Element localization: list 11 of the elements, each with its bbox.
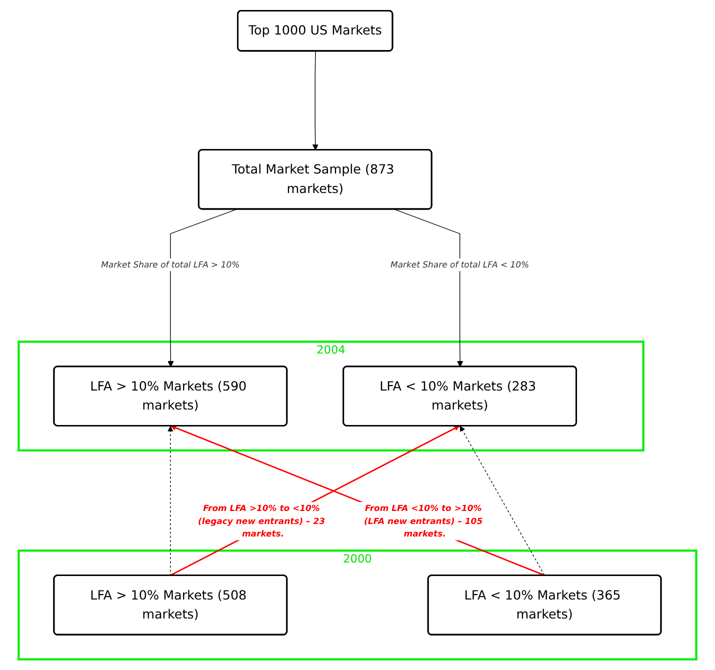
edge-label: From LFA <10% to >10% (LFA new entrants) – 105 markets. — [364, 503, 483, 539]
arrow — [394, 209, 464, 368]
arrow — [312, 50, 319, 150]
edge-label: Market Share of total LFA < 10% — [390, 260, 530, 270]
edge-label: Market Share of total LFA > 10% — [101, 260, 240, 270]
arrow — [168, 425, 174, 576]
edge-label: From LFA >10% to <10% (legacy new entrants) – 23 markets. — [198, 503, 326, 539]
arrow — [170, 425, 460, 576]
arrow — [168, 209, 237, 368]
arrow — [170, 425, 545, 576]
arrow — [460, 425, 545, 576]
